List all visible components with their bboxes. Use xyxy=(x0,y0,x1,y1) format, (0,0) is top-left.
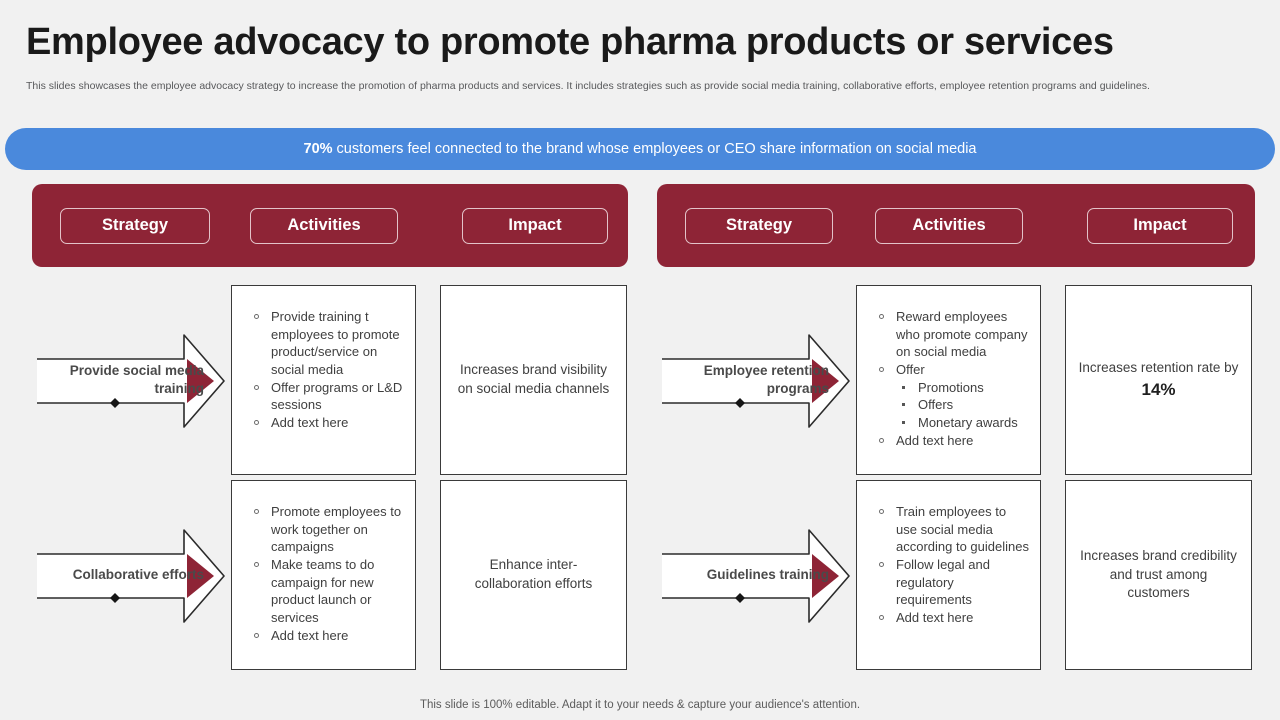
impact-text: Increases retention rate by 14% xyxy=(1066,286,1251,474)
arrow-right-icon xyxy=(37,334,225,428)
list-item: Follow legal and regulatory requirements xyxy=(879,556,1030,609)
tab-activities-right[interactable]: Activities xyxy=(875,207,1023,244)
sub-list-item: Offers xyxy=(896,396,1030,414)
arrow-right-icon xyxy=(662,529,850,623)
impact-card-left-2: Enhance inter-collaboration efforts xyxy=(440,480,627,670)
impact-label: Enhance inter-collaboration efforts xyxy=(474,557,593,591)
tab-impact-left[interactable]: Impact xyxy=(462,207,608,244)
panel-header-right: Strategy Activities Impact xyxy=(657,184,1255,267)
activities-list: Promote employees to work together on ca… xyxy=(232,481,415,644)
tab-impact-right[interactable]: Impact xyxy=(1087,207,1233,244)
strategy-arrow-right-1: Employee retention programs xyxy=(655,285,855,475)
list-item-text: Provide training t employees to promote … xyxy=(271,309,400,378)
strategy-arrow-left-2: Collaborative efforts xyxy=(30,480,230,670)
list-item-text: Add text here xyxy=(896,610,974,626)
list-item-text: Train employees to use social media acco… xyxy=(896,504,1029,555)
footer-note: This slide is 100% editable. Adapt it to… xyxy=(419,699,861,711)
activities-card-left-2: Promote employees to work together on ca… xyxy=(231,480,416,670)
row-right-2: Guidelines training Train employees to u… xyxy=(655,480,1255,670)
stat-banner-highlight: 70% xyxy=(303,141,333,157)
impact-metric: 14% xyxy=(1141,379,1176,399)
page-title: Employee advocacy to promote pharma prod… xyxy=(26,21,1114,63)
activities-card-right-2: Train employees to use social media acco… xyxy=(856,480,1041,670)
panel-header-left: Strategy Activities Impact xyxy=(32,184,628,267)
impact-label: Increases brand visibility on social med… xyxy=(457,362,610,396)
list-item: Make teams to do campaign for new produc… xyxy=(254,556,405,627)
list-item: Reward employees who promote company on … xyxy=(879,308,1030,361)
impact-text: Enhance inter-collaboration efforts xyxy=(441,481,626,669)
list-item-text: Follow legal and regulatory requirements xyxy=(896,557,990,608)
list-item: Add text here xyxy=(254,627,405,645)
arrow-right-icon xyxy=(37,529,225,623)
list-item: Offer Promotions Offers Monetary awards xyxy=(879,361,1030,432)
list-item: Provide training t employees to promote … xyxy=(254,308,405,379)
list-item-text: Offer xyxy=(896,362,925,378)
list-item-text: Offer programs or L&D sessions xyxy=(271,379,403,413)
list-item: Add text here xyxy=(879,609,1030,627)
list-item-text: Add text here xyxy=(271,415,349,431)
impact-card-right-1: Increases retention rate by 14% xyxy=(1065,285,1252,475)
list-item: Promote employees to work together on ca… xyxy=(254,503,405,556)
impact-label: Increases brand credibility and trust am… xyxy=(1080,548,1237,601)
row-left-1: Provide social media training Provide tr… xyxy=(30,285,630,475)
list-item-text: Add text here xyxy=(271,627,349,643)
page-subtitle: This slides showcases the employee advoc… xyxy=(26,80,1150,92)
strategy-arrow-right-2: Guidelines training xyxy=(655,480,855,670)
activities-list: Provide training t employees to promote … xyxy=(232,286,415,432)
list-item-text: Add text here xyxy=(896,432,974,448)
list-item: Offer programs or L&D sessions xyxy=(254,379,405,414)
activities-list: Reward employees who promote company on … xyxy=(857,286,1040,449)
sub-activities-list: Promotions Offers Monetary awards xyxy=(896,379,1030,432)
sub-list-item: Monetary awards xyxy=(896,414,1030,432)
stat-banner: 70% customers feel connected to the bran… xyxy=(5,128,1275,170)
list-item: Train employees to use social media acco… xyxy=(879,503,1030,556)
tab-activities-left[interactable]: Activities xyxy=(250,207,398,244)
list-item: Add text here xyxy=(879,432,1030,450)
impact-text: Increases brand credibility and trust am… xyxy=(1066,481,1251,669)
arrow-right-icon xyxy=(662,334,850,428)
activities-list: Train employees to use social media acco… xyxy=(857,481,1040,627)
row-right-1: Employee retention programs Reward emplo… xyxy=(655,285,1255,475)
row-left-2: Collaborative efforts Promote employees … xyxy=(30,480,630,670)
list-item-text: Make teams to do campaign for new produc… xyxy=(271,557,375,626)
stat-banner-text: customers feel connected to the brand wh… xyxy=(336,141,977,157)
list-item: Add text here xyxy=(254,414,405,432)
sub-list-item: Promotions xyxy=(896,379,1030,397)
activities-card-left-1: Provide training t employees to promote … xyxy=(231,285,416,475)
impact-card-right-2: Increases brand credibility and trust am… xyxy=(1065,480,1252,670)
list-item-text: Reward employees who promote company on … xyxy=(896,309,1028,360)
activities-card-right-1: Reward employees who promote company on … xyxy=(856,285,1041,475)
impact-text: Increases brand visibility on social med… xyxy=(441,286,626,474)
impact-card-left-1: Increases brand visibility on social med… xyxy=(440,285,627,475)
tab-strategy-right[interactable]: Strategy xyxy=(685,207,833,244)
strategy-arrow-left-1: Provide social media training xyxy=(30,285,230,475)
impact-label: Increases retention rate by xyxy=(1078,359,1239,375)
list-item-text: Promote employees to work together on ca… xyxy=(271,504,402,555)
tab-strategy-left[interactable]: Strategy xyxy=(60,207,210,244)
